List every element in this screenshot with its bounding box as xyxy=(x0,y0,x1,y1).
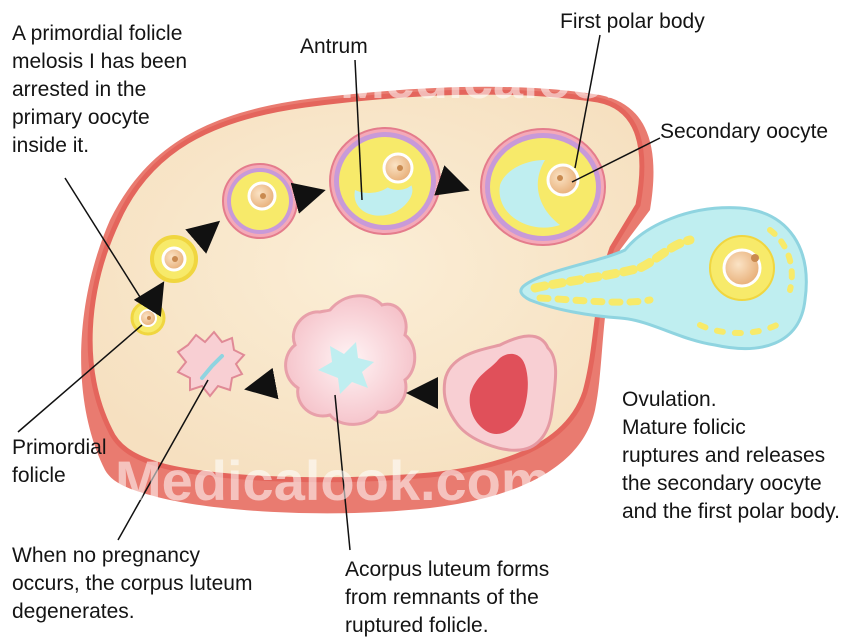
antrum-label: Antrum xyxy=(300,33,368,61)
no-pregnancy-label: When no pregnancy occurs, the corpus lut… xyxy=(12,542,252,626)
primary-follicle xyxy=(152,237,196,281)
watermark-top: Medicalook.com xyxy=(340,50,760,110)
secondary-follicle xyxy=(223,164,297,238)
primordial-folicle-label: Primordial folicle xyxy=(12,434,107,490)
ovulation-label: Ovulation. Mature folicic ruptures and r… xyxy=(622,386,840,526)
secondary-oocyte-label: Secondary oocyte xyxy=(660,118,828,146)
corpus-luteum-label: Acorpus luteum forms from remnants of th… xyxy=(345,556,549,640)
first-polar-body-label: First polar body xyxy=(560,8,705,36)
corpus-luteum xyxy=(286,296,415,425)
watermark-bottom: Medicalook.com xyxy=(115,449,551,512)
mature-follicle xyxy=(481,129,605,245)
antral-follicle xyxy=(330,128,440,234)
primordial-description-label: A primordial folicle melosis I has been … xyxy=(12,20,187,160)
